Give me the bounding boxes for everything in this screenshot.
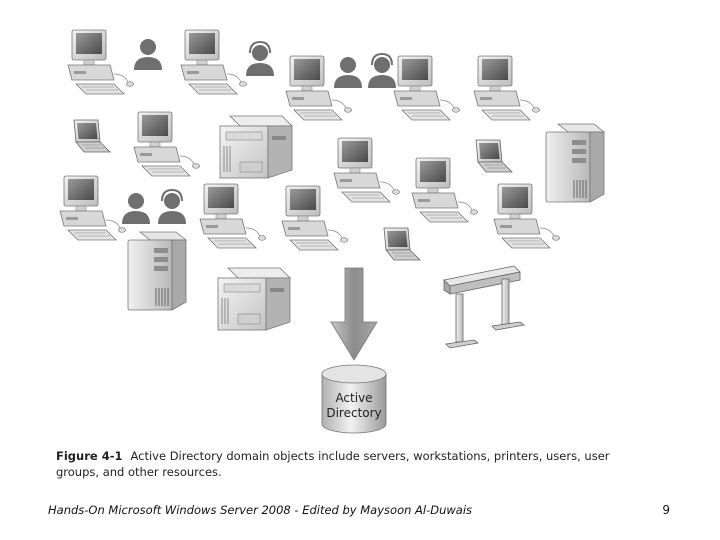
workstation-icon — [333, 137, 400, 203]
footer-text: Hands-On Microsoft Windows Server 2008 -… — [48, 503, 473, 517]
workstation-icon — [393, 55, 460, 121]
user-group-icon — [122, 189, 187, 225]
database-label-active: Active — [335, 391, 372, 405]
database-label-directory: Directory — [326, 406, 381, 420]
plotter-icon — [443, 265, 525, 349]
laptop-icon — [475, 139, 513, 173]
server-icon — [127, 231, 187, 311]
workstation-icon — [180, 29, 247, 95]
figure-number: Figure 4-1 — [56, 449, 123, 463]
database-icon: Active Directory — [321, 364, 387, 434]
arrow-down-icon — [330, 267, 378, 361]
laptop-icon — [383, 227, 421, 261]
workstation-icon — [133, 111, 200, 177]
workstation-icon — [59, 175, 126, 241]
user-icon — [245, 41, 275, 77]
workstation-icon — [199, 183, 266, 249]
laptop-icon — [73, 119, 111, 153]
workstation-icon — [281, 185, 348, 251]
workstation-icon — [411, 157, 478, 223]
workstation-icon — [67, 29, 134, 95]
caption-text: Active Directory domain objects include … — [56, 449, 610, 479]
server-icon — [545, 123, 605, 203]
printer-icon — [219, 115, 293, 179]
user-group-icon — [334, 53, 397, 89]
printer-icon — [217, 267, 291, 331]
page-number: 9 — [662, 503, 670, 517]
workstation-icon — [473, 55, 540, 121]
user-icon — [134, 39, 162, 70]
active-directory-figure: Active Directory — [59, 29, 605, 434]
